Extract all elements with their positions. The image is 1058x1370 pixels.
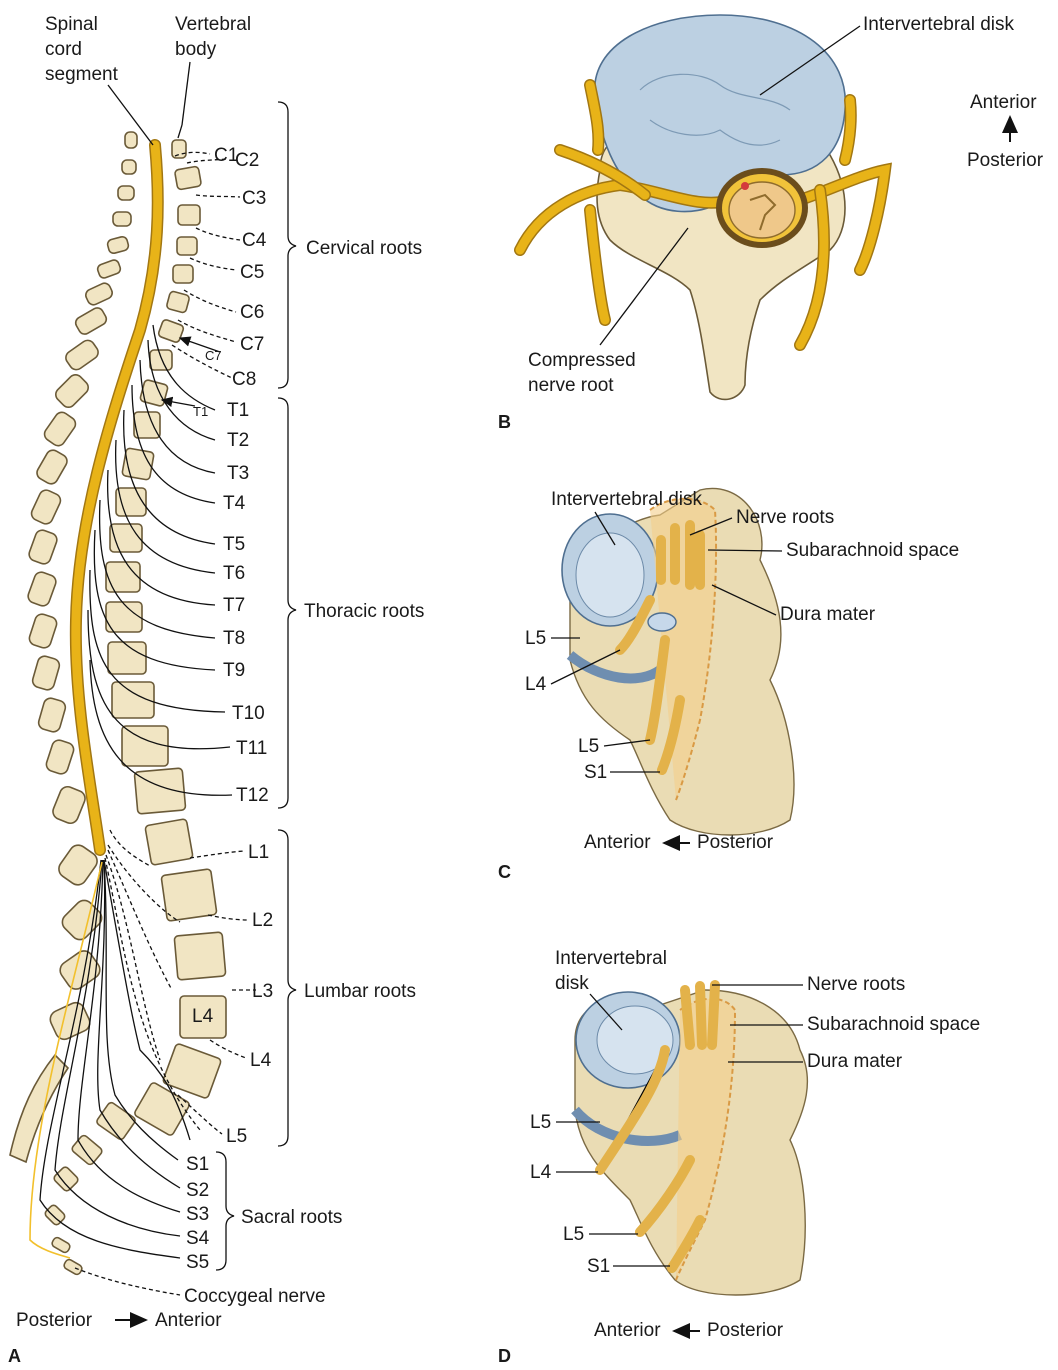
level-t8: T8 bbox=[223, 628, 245, 649]
level-c6: C6 bbox=[240, 302, 264, 323]
level-t4: T4 bbox=[223, 493, 246, 514]
nerve-roots-d: Nerve roots bbox=[807, 974, 905, 995]
cervical-level-labels: C1 C2 C3 C4 C5 C6 C7 C8 C7 T1 bbox=[193, 145, 267, 419]
level-c8: C8 bbox=[232, 369, 256, 390]
sacral-bracket bbox=[216, 1152, 234, 1270]
anterior-label-a: Anterior bbox=[155, 1310, 222, 1331]
spinal-label-3: segment bbox=[45, 64, 119, 85]
intervertebral-disk-c: Intervertebral disk bbox=[551, 489, 703, 510]
spinal-label-2: cord bbox=[45, 39, 82, 60]
sacral-level-labels: S1 S2 S3 S4 S5 bbox=[186, 1154, 210, 1273]
level-c2: C2 bbox=[235, 150, 259, 171]
compressed-label-1: Compressed bbox=[528, 350, 636, 371]
level-l5: L5 bbox=[226, 1126, 247, 1147]
panel-b-letter: B bbox=[498, 412, 511, 432]
anterior-label-d: Anterior bbox=[594, 1320, 661, 1341]
l4-d: L4 bbox=[530, 1162, 552, 1183]
l5b-d: L5 bbox=[563, 1224, 584, 1245]
thoracic-roots-label: Thoracic roots bbox=[304, 601, 424, 622]
level-t3: T3 bbox=[227, 463, 249, 484]
s1-d: S1 bbox=[587, 1256, 610, 1277]
dura-d: Dura mater bbox=[807, 1051, 903, 1072]
level-s3: S3 bbox=[186, 1204, 209, 1225]
nerve-roots-c: Nerve roots bbox=[736, 507, 834, 528]
panel-b: Intervertebral disk Compressed nerve roo… bbox=[498, 14, 1044, 432]
level-t5: T5 bbox=[223, 534, 245, 555]
panel-d: Intervertebral disk Nerve roots Subarach… bbox=[498, 948, 980, 1366]
l4-c: L4 bbox=[525, 674, 547, 695]
cervical-roots-label: Cervical roots bbox=[306, 238, 422, 259]
level-l3: L3 bbox=[252, 981, 273, 1002]
vertebral-label-1: Vertebral bbox=[175, 14, 251, 35]
lumbar-roots-label: Lumbar roots bbox=[304, 981, 416, 1002]
posterior-label-b: Posterior bbox=[967, 150, 1044, 171]
level-c4: C4 bbox=[242, 230, 267, 251]
level-c7: C7 bbox=[240, 334, 264, 355]
t1-small-label: T1 bbox=[193, 404, 208, 419]
lumbar-bracket bbox=[278, 830, 296, 1146]
level-t12: T12 bbox=[236, 785, 269, 806]
compressed-label-2: nerve root bbox=[528, 375, 614, 396]
anterior-label-c: Anterior bbox=[584, 832, 651, 853]
thoracic-bracket bbox=[278, 398, 296, 808]
level-c3: C3 bbox=[242, 188, 266, 209]
posterior-label-d: Posterior bbox=[707, 1320, 784, 1341]
vertebral-label-2: body bbox=[175, 39, 217, 60]
lumbar-level-labels: L1 L2 L3 L4 L5 bbox=[226, 842, 273, 1147]
level-t10: T10 bbox=[232, 703, 265, 724]
subarachnoid-d: Subarachnoid space bbox=[807, 1014, 980, 1035]
panel-c: Intervertebral disk Nerve roots Subarach… bbox=[498, 488, 959, 882]
cervical-bracket bbox=[278, 102, 296, 388]
level-t1: T1 bbox=[227, 400, 249, 421]
level-t9: T9 bbox=[223, 660, 245, 681]
level-s1: S1 bbox=[186, 1154, 209, 1175]
l5a-d: L5 bbox=[530, 1112, 551, 1133]
coccygeal-label: Coccygeal nerve bbox=[184, 1286, 326, 1307]
l5a-c: L5 bbox=[525, 628, 546, 649]
l4-body-label: L4 bbox=[192, 1006, 214, 1027]
level-l4: L4 bbox=[250, 1050, 272, 1071]
intervertebral-disk-d-1: Intervertebral bbox=[555, 948, 667, 969]
level-s5: S5 bbox=[186, 1252, 209, 1273]
panel-a-letter: A bbox=[8, 1346, 21, 1366]
c7-small-label: C7 bbox=[205, 348, 222, 363]
level-l2: L2 bbox=[252, 910, 273, 931]
level-t11: T11 bbox=[236, 738, 267, 759]
posterior-label-c: Posterior bbox=[697, 832, 774, 853]
level-s2: S2 bbox=[186, 1180, 209, 1201]
dura-c: Dura mater bbox=[780, 604, 876, 625]
l5b-c: L5 bbox=[578, 736, 599, 757]
anterior-label-b: Anterior bbox=[970, 92, 1037, 113]
panel-d-letter: D bbox=[498, 1346, 511, 1366]
panel-c-letter: C bbox=[498, 862, 511, 882]
vertebral-bodies: L4 bbox=[44, 140, 226, 1276]
level-c5: C5 bbox=[240, 262, 264, 283]
level-t2: T2 bbox=[227, 430, 249, 451]
level-s4: S4 bbox=[186, 1228, 210, 1249]
intervertebral-disk-d-2: disk bbox=[555, 973, 589, 994]
level-t7: T7 bbox=[223, 595, 245, 616]
level-t6: T6 bbox=[223, 563, 245, 584]
thoracic-level-labels: T1 T2 T3 T4 T5 T6 T7 T8 T9 T10 T11 T12 bbox=[223, 400, 269, 806]
s1-c: S1 bbox=[584, 762, 607, 783]
panel-a: L4 bbox=[8, 14, 424, 1366]
spinal-label-1: Spinal bbox=[45, 14, 98, 35]
intervertebral-disk-b: Intervertebral disk bbox=[863, 14, 1015, 35]
level-l1: L1 bbox=[248, 842, 269, 863]
sacral-roots-label: Sacral roots bbox=[241, 1207, 342, 1228]
posterior-label-a: Posterior bbox=[16, 1310, 93, 1331]
subarachnoid-c: Subarachnoid space bbox=[786, 540, 959, 561]
